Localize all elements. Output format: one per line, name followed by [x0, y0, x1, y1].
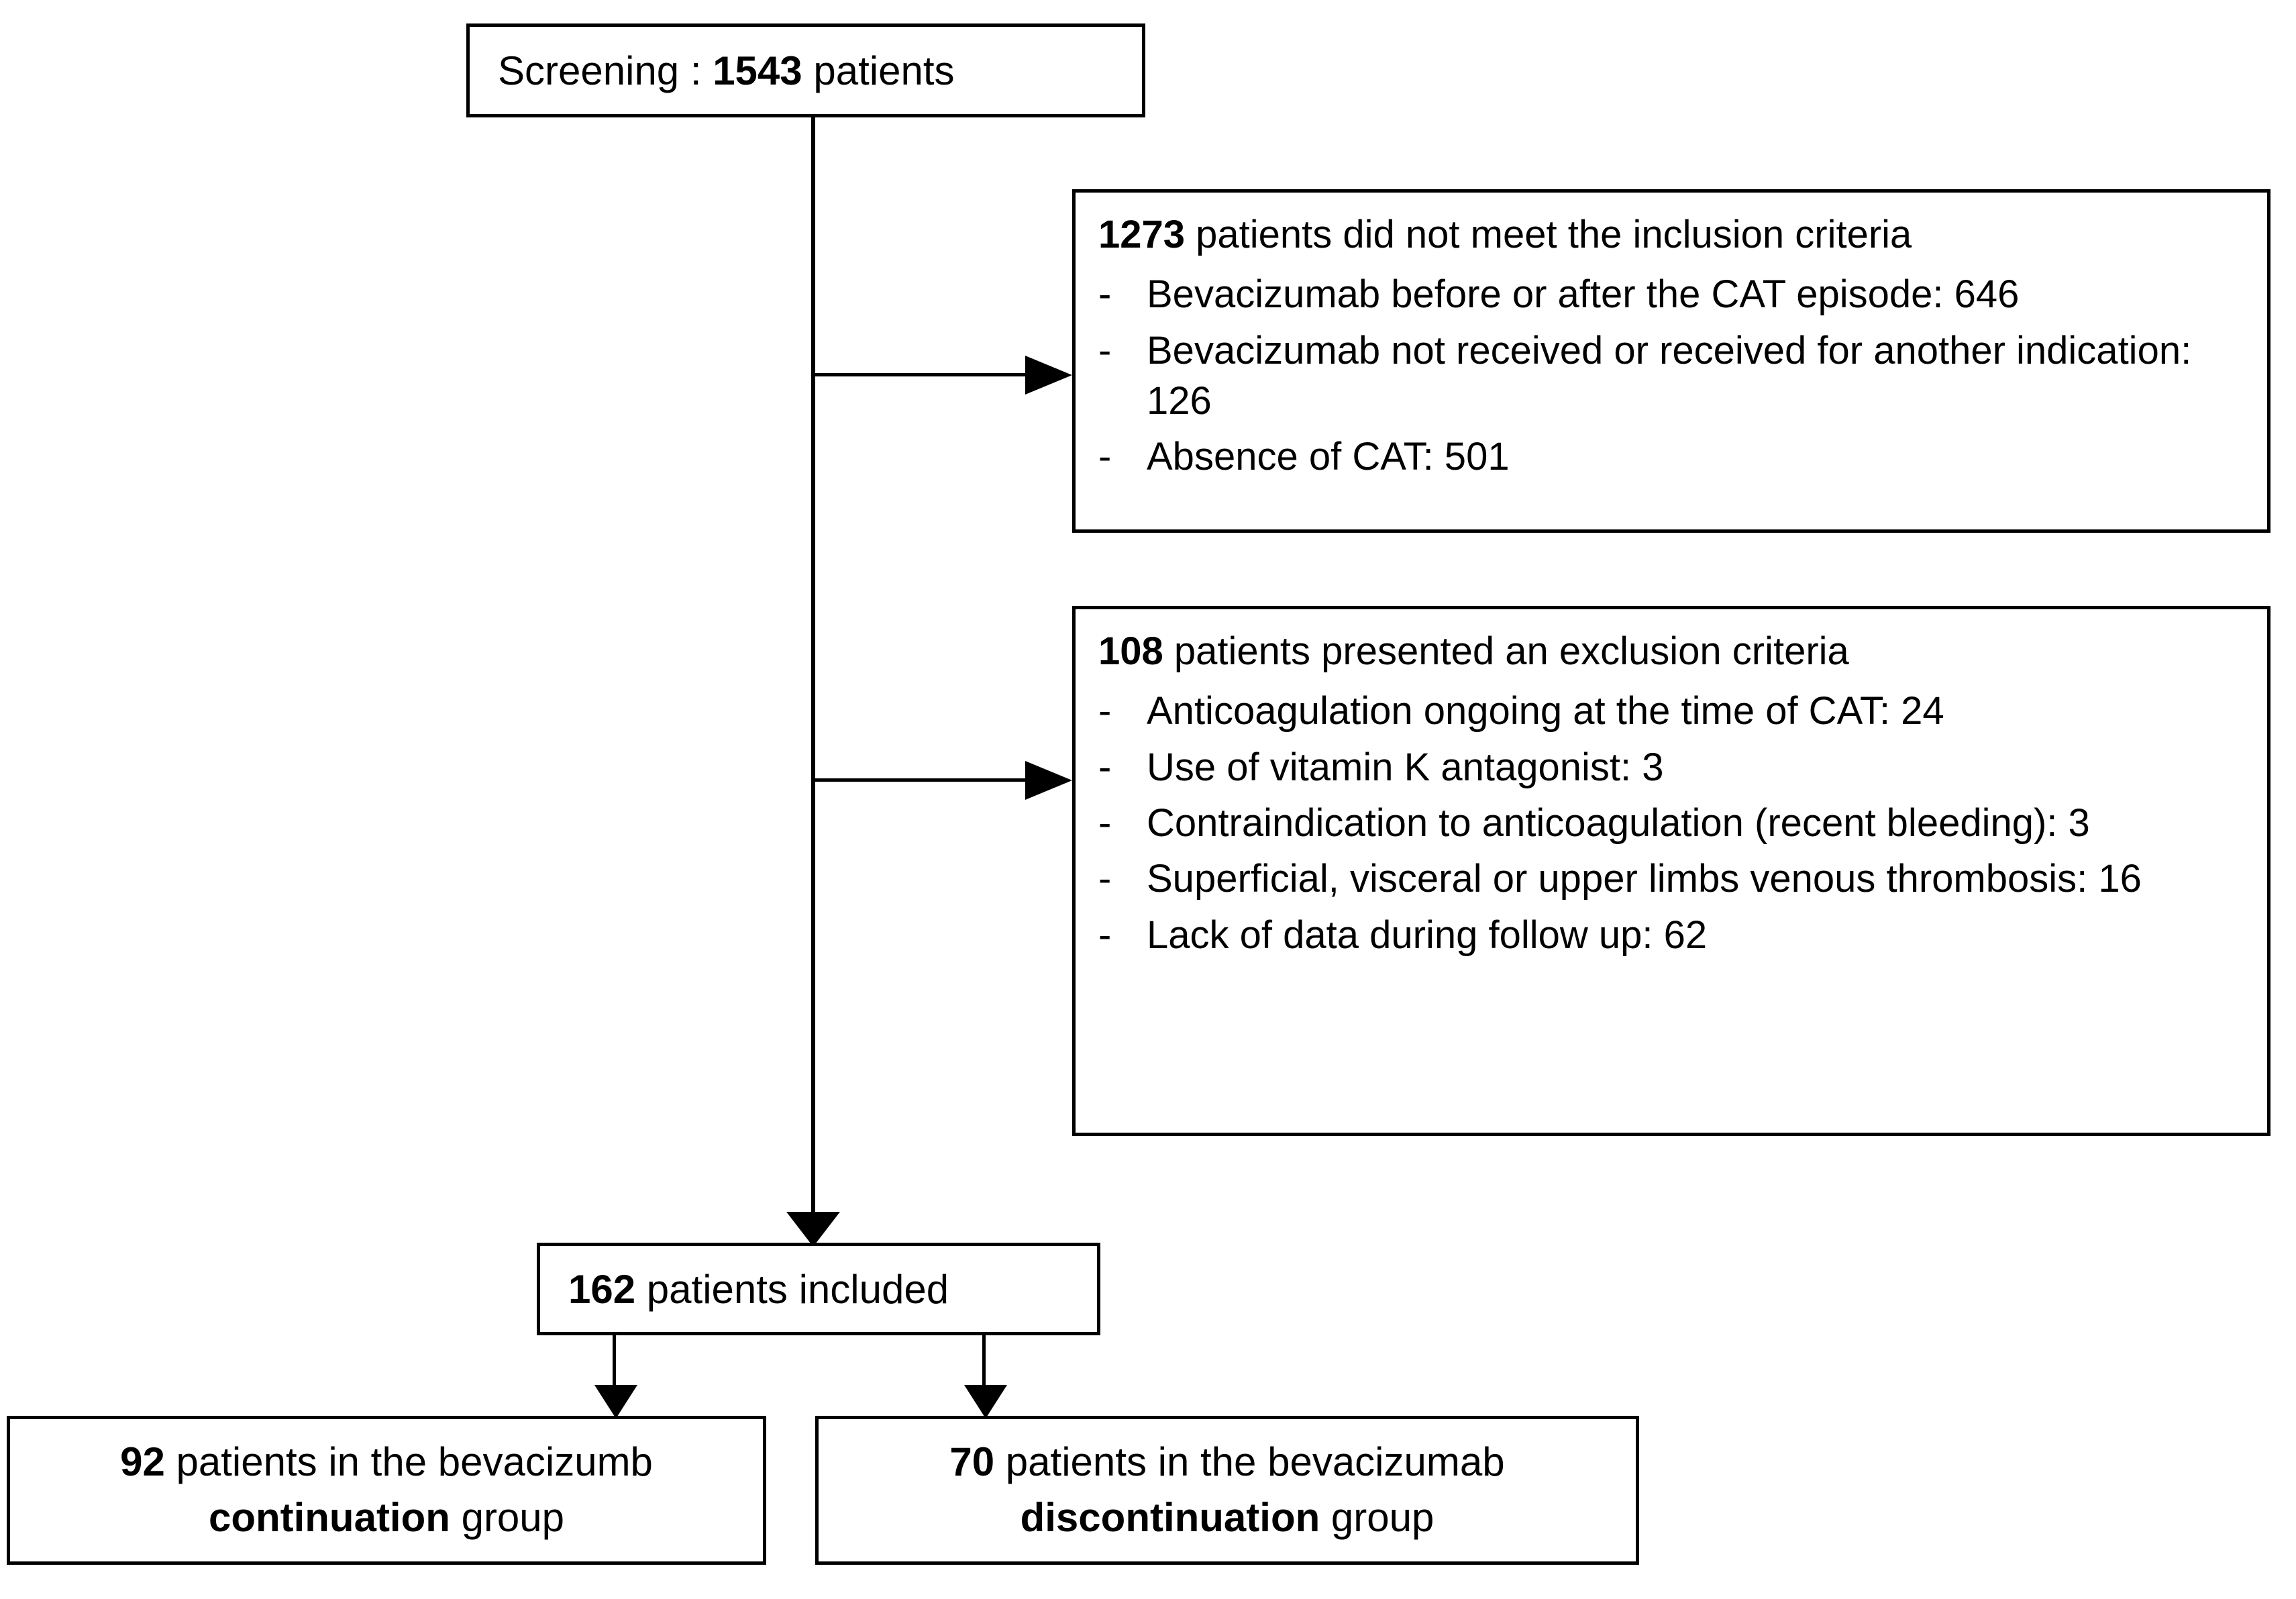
list-item: - Bevacizumab before or after the CAT ep… [1098, 269, 2247, 319]
screening-prefix: Screening : [498, 48, 713, 93]
list-item: - Use of vitamin K antagonist: 3 [1098, 742, 2247, 792]
exclusion-branch-arrowhead [1025, 761, 1072, 800]
exclusion-heading: 108 patients presented an exclusion crit… [1098, 627, 2247, 676]
continuation-arrowhead [594, 1385, 637, 1419]
inclusion-branch-arrowhead [1025, 356, 1072, 395]
discontinuation-keyword: discontinuation [1020, 1495, 1320, 1540]
screening-count: 1543 [713, 48, 802, 93]
included-suffix: patients included [635, 1266, 949, 1312]
continuation-arrow-line [613, 1335, 616, 1390]
exclusion-branch-line [811, 778, 1035, 782]
bullet-dash-icon: - [1098, 745, 1112, 789]
included-box: 162 patients included [537, 1243, 1100, 1335]
inclusion-item-text: Bevacizumab not received or received for… [1147, 328, 2192, 423]
inclusion-count: 1273 [1098, 213, 1186, 256]
screening-label: Screening : 1543 patients [470, 48, 978, 94]
main-trunk-line [811, 117, 815, 1218]
bullet-dash-icon: - [1098, 689, 1112, 733]
list-item: - Superficial, visceral or upper limbs v… [1098, 854, 2247, 904]
included-count: 162 [568, 1266, 636, 1312]
discontinuation-label: 70 patients in the bevacizumab discontin… [833, 1435, 1621, 1546]
exclusion-item-text: Lack of data during follow up: 62 [1147, 913, 1708, 957]
exclusion-heading-suffix: patients presented an exclusion criteria [1163, 629, 1849, 673]
inclusion-item-text: Absence of CAT: 501 [1147, 435, 1510, 479]
list-item: - Absence of CAT: 501 [1098, 431, 2247, 482]
discontinuation-arrowhead [964, 1385, 1007, 1419]
screening-box: Screening : 1543 patients [466, 23, 1145, 117]
exclusion-criteria-box: 108 patients presented an exclusion crit… [1072, 606, 2271, 1136]
inclusion-item-text: Bevacizumab before or after the CAT epis… [1147, 272, 2020, 317]
discontinuation-group-box: 70 patients in the bevacizumab discontin… [815, 1416, 1639, 1565]
screening-suffix: patients [802, 48, 955, 93]
discontinuation-count: 70 [949, 1439, 995, 1485]
list-item: - Contraindication to anticoagulation (r… [1098, 798, 2247, 848]
discontinuation-text-before: patients in the bevacizumab [994, 1439, 1505, 1485]
exclusion-count: 108 [1098, 629, 1163, 673]
exclusion-item-text: Superficial, visceral or upper limbs ven… [1147, 857, 2142, 901]
bullet-dash-icon: - [1098, 857, 1112, 901]
exclusion-criteria-list: - Anticoagulation ongoing at the time of… [1098, 680, 2247, 960]
list-item: - Lack of data during follow up: 62 [1098, 910, 2247, 960]
discontinuation-text-after: group [1320, 1495, 1434, 1540]
inclusion-criteria-box: 1273 patients did not meet the inclusion… [1072, 189, 2271, 533]
inclusion-heading-suffix: patients did not meet the inclusion crit… [1185, 213, 1912, 256]
bullet-dash-icon: - [1098, 913, 1112, 957]
inclusion-branch-line [811, 373, 1035, 376]
exclusion-item-text: Contraindication to anticoagulation (rec… [1147, 801, 2090, 845]
included-label: 162 patients included [540, 1266, 972, 1312]
list-item: - Anticoagulation ongoing at the time of… [1098, 686, 2247, 736]
continuation-label: 92 patients in the bevacizumb continuati… [25, 1435, 748, 1546]
inclusion-heading: 1273 patients did not meet the inclusion… [1098, 210, 2247, 260]
exclusion-item-text: Anticoagulation ongoing at the time of C… [1147, 689, 1944, 733]
bullet-dash-icon: - [1098, 435, 1112, 479]
bullet-dash-icon: - [1098, 801, 1112, 845]
continuation-count: 92 [120, 1439, 165, 1485]
continuation-text-after: group [450, 1495, 565, 1540]
discontinuation-arrow-line [982, 1335, 986, 1390]
continuation-text-before: patients in the bevacizumb [164, 1439, 653, 1485]
continuation-group-box: 92 patients in the bevacizumb continuati… [7, 1416, 766, 1565]
bullet-dash-icon: - [1098, 328, 1112, 372]
bullet-dash-icon: - [1098, 272, 1112, 317]
list-item: - Bevacizumab not received or received f… [1098, 325, 2247, 427]
inclusion-criteria-list: - Bevacizumab before or after the CAT ep… [1098, 264, 2247, 482]
included-arrowhead [786, 1212, 840, 1247]
exclusion-item-text: Use of vitamin K antagonist: 3 [1147, 745, 1664, 789]
continuation-keyword: continuation [208, 1495, 450, 1540]
